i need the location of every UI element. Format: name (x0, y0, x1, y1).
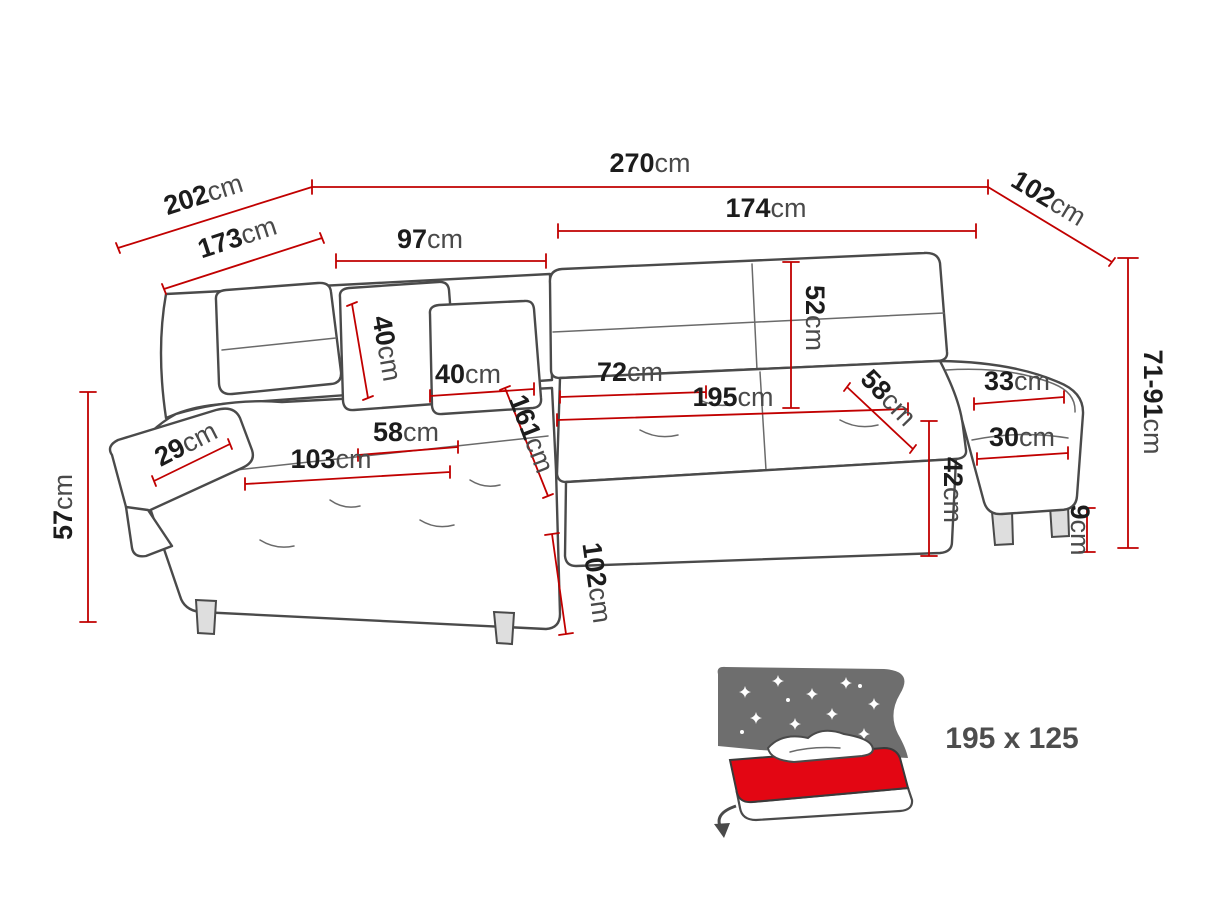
backrest-seam (751, 263, 758, 371)
dim-label-chaise-length: 103cm (290, 444, 371, 474)
dim-line-seat-width (557, 223, 977, 239)
front-panel (563, 457, 958, 568)
dim-label-chaise-seat-width: 58cm (373, 417, 439, 447)
dim-line-armrest-inner (976, 446, 1069, 466)
dim-label-right-side-depth: 102cm (1006, 165, 1091, 232)
dim-line-chaise-depth (544, 532, 574, 636)
dim-line-backrest-height (782, 261, 800, 409)
fold-out-arrowhead (714, 823, 730, 838)
dim-line-seat-depth-right (843, 382, 917, 454)
sleeping-function-icon (714, 666, 914, 838)
dimension-lines (79, 179, 1139, 636)
sofa-leg (990, 509, 1015, 547)
headrest-cushion (214, 281, 343, 396)
dim-label-leg-height: 9cm (1065, 504, 1095, 555)
dim-label-backrest-height: 52cm (800, 285, 830, 351)
dim-line-sleeping-length (556, 402, 909, 427)
dim-line-overall-height (1117, 257, 1139, 549)
left-armrest-front (124, 505, 174, 558)
sleeping-area-size: 195 x 125 (945, 722, 1078, 755)
dim-line-chaise-length (244, 465, 451, 491)
dim-line-chaise-total-length (499, 385, 554, 499)
right-armrest-crease (971, 433, 1069, 441)
dim-line-left-height (79, 391, 97, 623)
dim-line-left-armrest-width (151, 438, 233, 487)
headboard-stars (739, 675, 880, 742)
seat-tufting (639, 399, 879, 438)
dim-line-left-total-depth (115, 186, 313, 254)
right-armrest-pad (945, 368, 1076, 413)
blanket-fold (789, 746, 841, 753)
headrest-crease (221, 337, 337, 351)
dim-label-chaise-depth: 102cm (576, 541, 617, 625)
dim-line-seat-height (920, 420, 938, 557)
dim-line-chaise-seat-width (357, 440, 459, 462)
dim-label-pillow-right: 40cm (435, 359, 501, 389)
dimension-labels: 270cm 102cm 202cm 173cm 97cm 174cm 52cm … (48, 148, 1168, 625)
dim-line-chaise-back-width (335, 253, 547, 269)
dim-label-overall-width: 270cm (609, 148, 690, 178)
sofa-leg (194, 598, 218, 636)
dim-label-left-total-depth: 202cm (160, 168, 246, 221)
dim-label-armrest-inner: 30cm (989, 422, 1055, 452)
dim-label-chaise-back-width: 97cm (397, 224, 463, 254)
right-armrest (938, 359, 1085, 516)
pillow-right (428, 299, 543, 416)
sofa-leg (492, 610, 516, 646)
dim-label-pillow-left: 40cm (366, 313, 407, 383)
dim-line-pillow-left (346, 301, 374, 401)
dim-label-sleeping-length: 195cm (692, 382, 773, 412)
bed-base (735, 786, 914, 822)
dim-line-overall-width (311, 179, 989, 195)
dim-label-overall-height: 71-91cm (1138, 349, 1168, 454)
bed-blanket (766, 729, 874, 764)
dim-label-seat-depth: 72cm (597, 357, 663, 387)
dim-line-right-side-depth (987, 186, 1116, 267)
main-backrest (548, 251, 949, 380)
dim-line-pillow-right (429, 382, 535, 403)
dim-label-seat-height: 42cm (938, 457, 968, 523)
seat-seam (759, 371, 767, 471)
dim-label-seat-width: 174cm (725, 193, 806, 223)
dim-line-seat-depth (559, 385, 707, 404)
dim-line-armrest-width (973, 390, 1065, 411)
bed-headboard (717, 666, 908, 758)
bed-mattress (728, 746, 910, 804)
dim-label-armrest-width: 33cm (984, 366, 1050, 396)
backrest-crease (552, 312, 945, 333)
dim-line-left-inner-depth (161, 232, 325, 295)
dim-label-left-height: 57cm (48, 474, 78, 540)
chaise-tufting (259, 479, 501, 548)
dim-line-leg-height (1078, 507, 1096, 553)
